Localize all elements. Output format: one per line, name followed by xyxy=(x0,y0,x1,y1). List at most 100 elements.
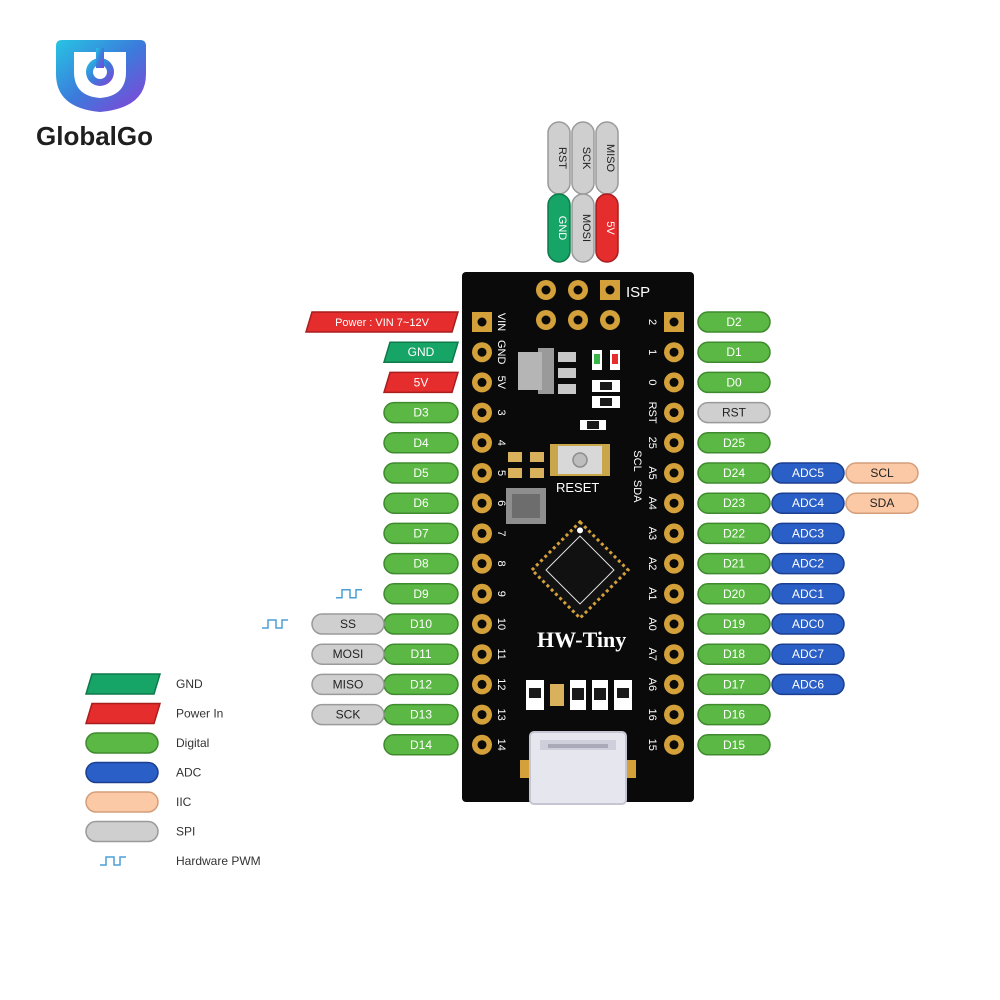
pin-silk-label: RST xyxy=(646,402,658,424)
pin-silk-label: 25 xyxy=(646,437,658,449)
pwm-wave-icon xyxy=(262,619,288,629)
left-pin-row: 7D7 xyxy=(383,522,507,545)
pin-silk-label: 6 xyxy=(495,500,507,506)
digital-pin-label-text: D12 xyxy=(410,677,432,691)
isp-pin-label: SCK xyxy=(580,147,592,170)
right-pin-row: 25 D25 xyxy=(646,432,771,454)
left-pin-row: 3D3 xyxy=(383,401,507,424)
isp-pin-label: MOSI xyxy=(580,214,592,242)
spi-pin-label: SS xyxy=(311,613,385,635)
bottom-smd-row xyxy=(526,680,632,710)
isp-pin-mosi: MOSI xyxy=(571,193,595,263)
legend-item: IIC xyxy=(85,791,192,813)
legend-swatch xyxy=(84,673,162,695)
legend-swatch xyxy=(84,702,162,725)
digital-pin-label: D23 xyxy=(697,492,771,514)
digital-pin-label-text: D25 xyxy=(723,436,745,450)
digital-pin-label-text: D21 xyxy=(723,557,745,571)
digital-pin-label: D9 xyxy=(383,583,459,605)
digital-pin-label-text: D9 xyxy=(413,587,429,601)
legend-item: ADC xyxy=(85,761,202,784)
digital-pin-label-text: D18 xyxy=(723,647,745,661)
smd-components xyxy=(506,380,620,524)
reset-label: RESET xyxy=(556,480,599,495)
legend-pwm-wave-icon xyxy=(100,856,126,866)
digital-pin-label-text: D20 xyxy=(723,587,745,601)
globalgo-logo-icon xyxy=(56,40,146,112)
pin-silk-label: A1 xyxy=(646,587,658,600)
isp-pads xyxy=(536,280,620,330)
digital-pin-label-text: D10 xyxy=(410,617,432,631)
digital-pin-label-text: D19 xyxy=(723,617,745,631)
reset-button[interactable] xyxy=(550,444,610,476)
pin-silk-label: 14 xyxy=(495,739,507,751)
status-leds xyxy=(592,350,620,370)
digital-pin-label: D11 xyxy=(383,643,459,665)
digital-pin-label: D20 xyxy=(697,583,771,605)
legend-item: Hardware PWM xyxy=(100,854,261,868)
digital-pin-label: D19 xyxy=(697,613,771,635)
legend-label: Digital xyxy=(176,736,209,750)
digital-pin-label: D22 xyxy=(697,522,771,545)
digital-pin-label: D25 xyxy=(697,432,771,454)
pin-silk-label: A3 xyxy=(646,527,658,540)
adc-pin-label-text: ADC6 xyxy=(792,677,824,691)
board-name: HW-Tiny xyxy=(537,627,626,652)
isp-pin-5v: 5V xyxy=(595,193,619,263)
pin-silk-label: 3 xyxy=(495,410,507,416)
left-pin-row: 4D4 xyxy=(383,432,507,454)
adc-pin-label-text: ADC2 xyxy=(792,557,824,571)
power-pin-label: Power : VIN 7~12V xyxy=(304,311,460,333)
pin-silk-label: 15 xyxy=(646,739,658,751)
power-pin-label: 5V xyxy=(382,371,460,394)
adc-pin-label: ADC2 xyxy=(771,552,845,575)
isp-pin-sck: SCK xyxy=(571,121,595,195)
voltage-regulator xyxy=(518,348,576,394)
right-pin-row: A1 D20 ADC1 xyxy=(646,583,845,605)
digital-pin-label: D8 xyxy=(383,552,459,575)
adc-pin-label: ADC7 xyxy=(771,643,845,665)
adc-pin-label-text: ADC4 xyxy=(792,496,824,510)
adc-pin-label-text: ADC7 xyxy=(792,647,824,661)
isp-pin-label: MISO xyxy=(604,144,616,173)
mcu-chip xyxy=(529,519,631,621)
pin-silk-label: 13 xyxy=(495,708,507,720)
legend-swatch xyxy=(85,791,159,813)
adc-pin-label: ADC0 xyxy=(771,613,845,635)
iic-pin-label: SCL xyxy=(845,462,919,484)
left-pin-row: 6D6 xyxy=(383,492,507,514)
iic-pin-label-text: SDA xyxy=(870,496,895,510)
left-pin-row: 12 D12 MISO xyxy=(311,673,507,696)
isp-label: ISP xyxy=(626,284,650,301)
digital-pin-label-text: D4 xyxy=(413,436,429,450)
pin-silk-label: 0 xyxy=(646,379,658,385)
pin-silk-label: GND xyxy=(495,340,507,365)
digital-pin-label-text: D11 xyxy=(410,647,431,661)
iic-pin-label-text: SCL xyxy=(870,466,894,480)
adc-pin-label-text: ADC1 xyxy=(792,587,824,601)
pin-silk-label: 10 xyxy=(495,618,507,630)
digital-pin-label-text: D17 xyxy=(723,677,745,691)
spi-pin-label-text: MISO xyxy=(333,677,364,691)
digital-pin-label-text: D23 xyxy=(723,496,745,510)
digital-pin-label-text: D15 xyxy=(723,738,745,752)
digital-pin-label-text: D2 xyxy=(726,315,742,329)
pin-silk-label: 12 xyxy=(495,678,507,690)
digital-pin-label: D24 xyxy=(697,462,771,484)
digital-pin-label: D1 xyxy=(697,341,771,363)
digital-pin-label-text: D14 xyxy=(410,738,432,752)
left-pin-row: 8D8 xyxy=(383,552,507,575)
digital-pin-label: D7 xyxy=(383,522,459,545)
pin-silk-label: 5 xyxy=(495,470,507,476)
digital-pin-label: D5 xyxy=(383,462,459,484)
isp-pin-label: 5V xyxy=(604,221,616,235)
